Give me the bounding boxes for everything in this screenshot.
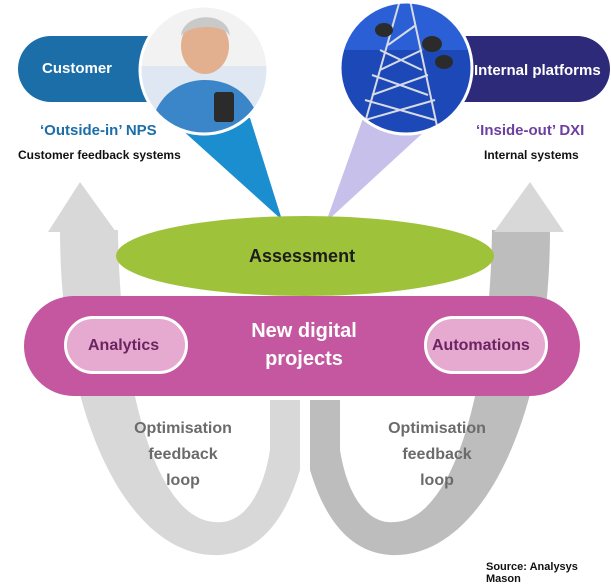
source-note: Source: Analysys Mason bbox=[486, 561, 578, 585]
new-digital-label-line2: projects bbox=[265, 348, 343, 370]
inside-out-dxi-heading: ‘Inside-out’ DXI bbox=[476, 122, 585, 139]
customer-label: Customer bbox=[42, 60, 113, 77]
left-loop-label-line1: Optimisation bbox=[134, 420, 232, 437]
automations-pill bbox=[424, 316, 548, 374]
customer-photo-overlay bbox=[140, 6, 268, 134]
right-loop-label-line3: loop bbox=[420, 472, 454, 489]
right-loop-label-line1: Optimisation bbox=[388, 420, 486, 437]
new-digital-label-line1: New digital bbox=[251, 320, 357, 342]
analytics-label: Analytics bbox=[88, 337, 160, 354]
analytics-pill bbox=[64, 316, 188, 374]
internal-callout-cone bbox=[326, 108, 450, 222]
left-loop-label-line3: loop bbox=[166, 472, 200, 489]
photo-overlay bbox=[138, 0, 474, 136]
assessment-ellipse bbox=[116, 216, 494, 296]
internal-systems-label: Internal systems bbox=[484, 148, 579, 162]
right-loop-label-line2: feedback bbox=[402, 446, 472, 463]
assessment-label: Assessment bbox=[249, 246, 356, 266]
customer-callout-cone bbox=[160, 110, 282, 220]
left-loop-label-line2: feedback bbox=[148, 446, 218, 463]
automations-label: Automations bbox=[432, 337, 530, 354]
customer-feedback-systems-label: Customer feedback systems bbox=[18, 148, 181, 162]
outside-in-nps-heading: ‘Outside-in’ NPS bbox=[40, 122, 157, 139]
internal-platforms-label: Internal platforms bbox=[474, 62, 601, 79]
